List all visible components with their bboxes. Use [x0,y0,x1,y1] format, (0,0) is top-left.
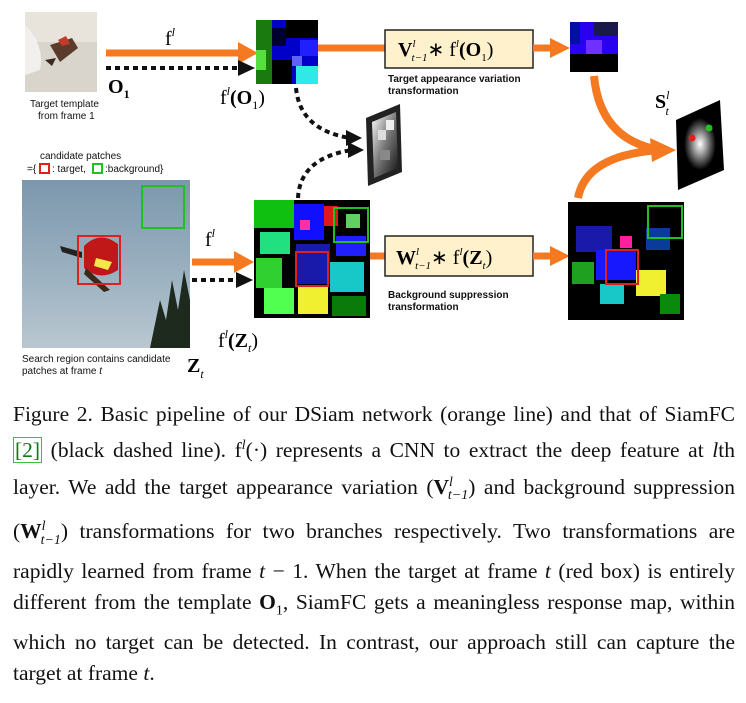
legend-target-swatch [39,163,50,174]
dashed-template-to-siamfc [294,87,351,140]
search-region-image [22,180,190,348]
o1-label: O1 [108,76,130,101]
search-caption-line1: Search region contains candidate [22,354,171,365]
f-bottom-label: fl [205,226,216,251]
target-template-image [25,12,97,92]
citation-link[interactable]: [2] [13,437,43,464]
legend-background-swatch [92,163,103,174]
v-transform-box [384,29,534,69]
response-map-siamfc [366,104,402,186]
template-caption-line1: Target template [30,99,99,110]
search-target-box [77,235,121,285]
candidate-patches-line2: ={ [27,164,37,175]
legend-target-label: : target, [52,164,86,175]
zt-label: Zt [187,355,204,381]
orange-curve-w-to-s [574,146,661,199]
transformed-search-feature [568,202,684,320]
figure-caption: Figure 2. Basic pipeline of our DSiam ne… [13,402,735,685]
search-caption-line2: patches at frame t [22,366,103,377]
feature-map-template [256,20,318,84]
dashed-search-to-siamfc [296,148,353,199]
legend-background-label: :background} [105,164,164,175]
transformed-template-feature [570,22,618,72]
f-zt-label: fl(Zt) [218,327,258,355]
variation-caption-line1: Target appearance variation [388,74,521,85]
response-map-dsiam [676,100,724,190]
feature-map-search [254,200,370,318]
f-o1-label: fl(O1) [220,84,265,112]
w-transform-box [384,235,534,277]
f-top-label: fl [165,25,176,50]
variation-caption-line2: transformation [388,86,459,97]
pipeline-figure: Target template from frame 1 O1 fl fl(O1… [22,12,724,381]
suppression-caption-line2: transformation [388,302,459,313]
search-background-box [141,185,185,229]
template-caption-line2: from frame 1 [38,111,95,122]
suppression-caption-line1: Background suppression [388,290,509,301]
orange-arrow-v-out [550,38,570,58]
orange-arrow-w-out [550,246,570,266]
candidate-patches-line1: candidate patches [40,151,121,162]
